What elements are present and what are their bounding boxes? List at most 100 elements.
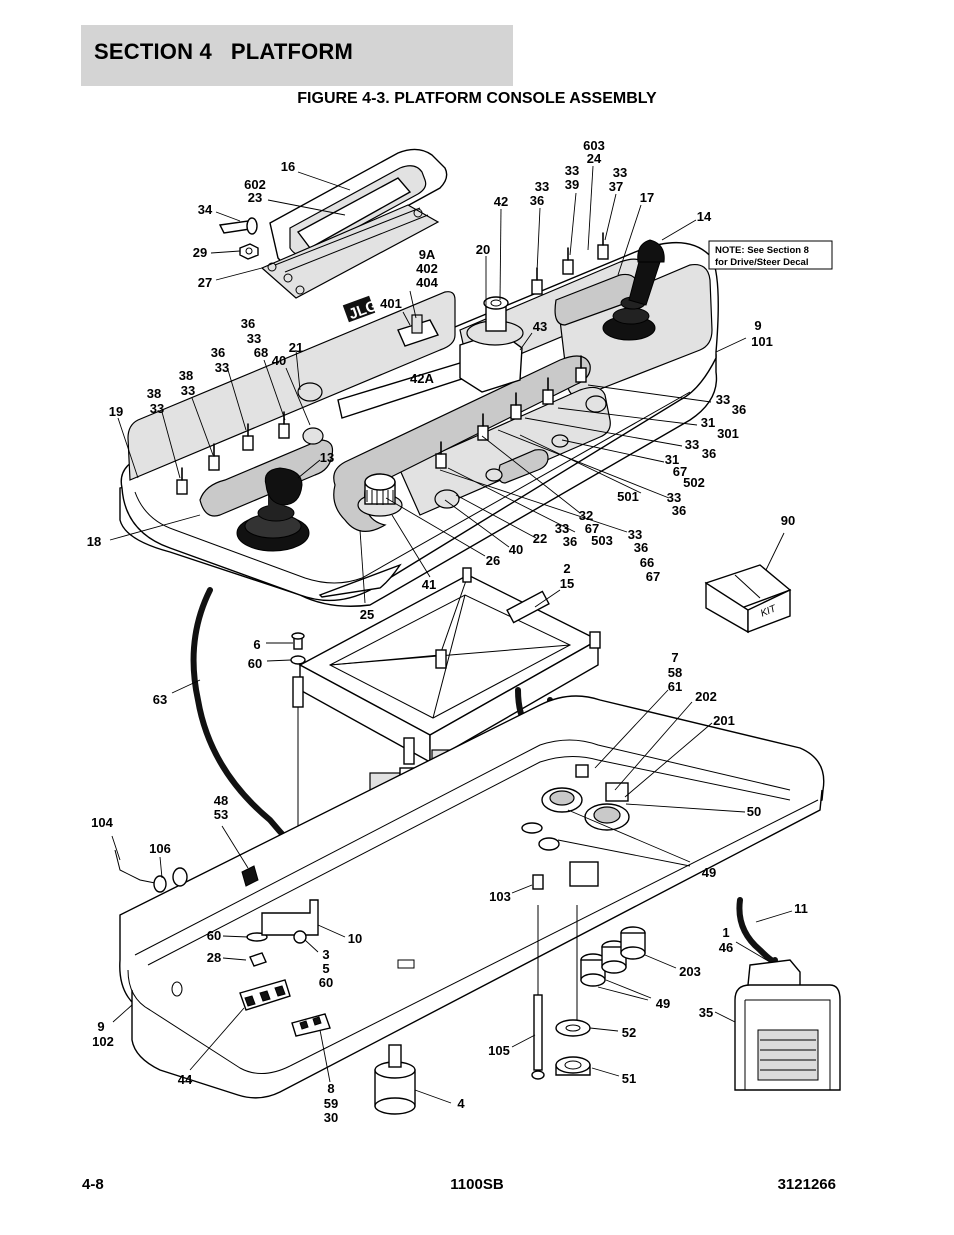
callout-label: 36 [563, 534, 577, 549]
kit-box: KIT [704, 564, 792, 634]
chain-and-ring [114, 849, 188, 893]
callout-label: 16 [281, 159, 295, 174]
display-module [218, 148, 448, 299]
callout-label: 201 [713, 713, 735, 728]
callout-label: 40 [272, 353, 286, 368]
cable-grommets [580, 926, 646, 987]
callout-label: 50 [747, 804, 761, 819]
callout-label: 106 [149, 841, 171, 856]
callout-label: 42 [494, 194, 508, 209]
callout-label: 63 [153, 692, 167, 707]
callout-label: 34 [198, 202, 213, 217]
callout-label: 9A [419, 247, 436, 262]
callout-labels: 16 602 23 34 29 27 603 24 33 39 33 37 33… [87, 138, 808, 1125]
callout-label: 19 [109, 404, 123, 419]
callout-label: 30 [324, 1110, 338, 1125]
callout-label: 202 [695, 689, 717, 704]
callout-label: 8 [327, 1081, 334, 1096]
callout-label: 33 [150, 401, 164, 416]
callout-label: 26 [486, 553, 500, 568]
callout-label: 21 [289, 340, 303, 355]
callout-label: 67 [646, 569, 660, 584]
callout-label: 18 [87, 534, 101, 549]
callout-label: 60 [248, 656, 262, 671]
callout-label: 15 [560, 576, 574, 591]
callout-label: 23 [248, 190, 262, 205]
callout-label: 59 [324, 1096, 338, 1111]
callout-label: 33 [685, 437, 699, 452]
callout-label: 1 [722, 925, 729, 940]
document-number: 3121266 [777, 1176, 836, 1193]
callout-label: 401 [380, 296, 402, 311]
note-box: NOTE: See Section 8 for Drive/Steer Deca… [708, 240, 833, 270]
console-lid: JLG [119, 232, 719, 607]
callout-label: 36 [634, 540, 648, 555]
callout-label: 33 [215, 360, 229, 375]
callout-label: 502 [683, 475, 705, 490]
callout-label: 36 [702, 446, 716, 461]
emergency-stop-button [459, 296, 524, 393]
callout-label: 3 [322, 947, 329, 962]
jlg-logo: JLG [342, 295, 380, 323]
callout-label: 31 [665, 452, 679, 467]
console-base-box [119, 695, 825, 1099]
callout-label: 36 [732, 402, 746, 417]
callout-label: 13 [320, 450, 334, 465]
callout-label: 61 [668, 679, 682, 694]
callout-label: 4 [457, 1096, 465, 1111]
page-number: 4-8 [82, 1176, 104, 1193]
callout-label: 66 [640, 555, 654, 570]
callout-label: 503 [591, 533, 613, 548]
callout-label: 33 [667, 490, 681, 505]
callout-label: 402 [416, 261, 438, 276]
callout-label: 603 [583, 138, 605, 153]
section-header-bar [81, 25, 513, 86]
callout-label: 90 [781, 513, 795, 528]
callout-label: 104 [91, 815, 113, 830]
callout-label: 58 [668, 665, 682, 680]
callout-label: 33 [613, 165, 627, 180]
callout-label: 60 [207, 928, 221, 943]
callout-label: 9 [754, 318, 761, 333]
callout-label: 29 [193, 245, 207, 260]
note-line-1: NOTE: See Section 8 [715, 245, 809, 256]
callout-label: 33 [716, 392, 730, 407]
callout-label: 46 [719, 940, 733, 955]
callout-label: 36 [672, 503, 686, 518]
callout-label: 14 [697, 209, 712, 224]
callout-label: 68 [254, 345, 268, 360]
callout-label: 67 [673, 464, 687, 479]
left-joystick [236, 467, 310, 552]
callout-label: 2 [563, 561, 570, 576]
callout-label: 102 [92, 1034, 114, 1049]
callout-label: 60 [319, 975, 333, 990]
callout-label: 28 [207, 950, 221, 965]
speed-knob [357, 473, 403, 517]
callout-label: 41 [422, 577, 436, 592]
washer-and-nut [555, 905, 591, 1076]
right-joystick [602, 239, 665, 341]
callout-label: 40 [509, 542, 523, 557]
callout-label: 7 [671, 650, 678, 665]
section-title: SECTION 4 PLATFORM [94, 39, 354, 64]
callout-label: 5 [322, 961, 329, 976]
callout-label: 22 [533, 531, 547, 546]
callout-label: 35 [699, 1005, 713, 1020]
callout-label: 9 [97, 1019, 104, 1034]
callout-label: 33 [247, 331, 261, 346]
toggle-switches [176, 232, 609, 495]
callout-label: 36 [241, 316, 255, 331]
key-switch [397, 314, 440, 347]
callout-label: 48 [214, 793, 228, 808]
callout-label: 25 [360, 607, 374, 622]
model-name: 1100SB [450, 1176, 504, 1193]
terminal-blocks [239, 979, 331, 1037]
callout-label: 38 [147, 386, 161, 401]
leader-lines [109, 165, 793, 1104]
callout-label: 67 [585, 521, 599, 536]
callout-label: 11 [794, 901, 808, 916]
callout-label: 51 [622, 1071, 636, 1086]
callout-label: 52 [622, 1025, 636, 1040]
foot-switch [734, 897, 841, 1091]
callout-label: 32 [579, 508, 593, 523]
